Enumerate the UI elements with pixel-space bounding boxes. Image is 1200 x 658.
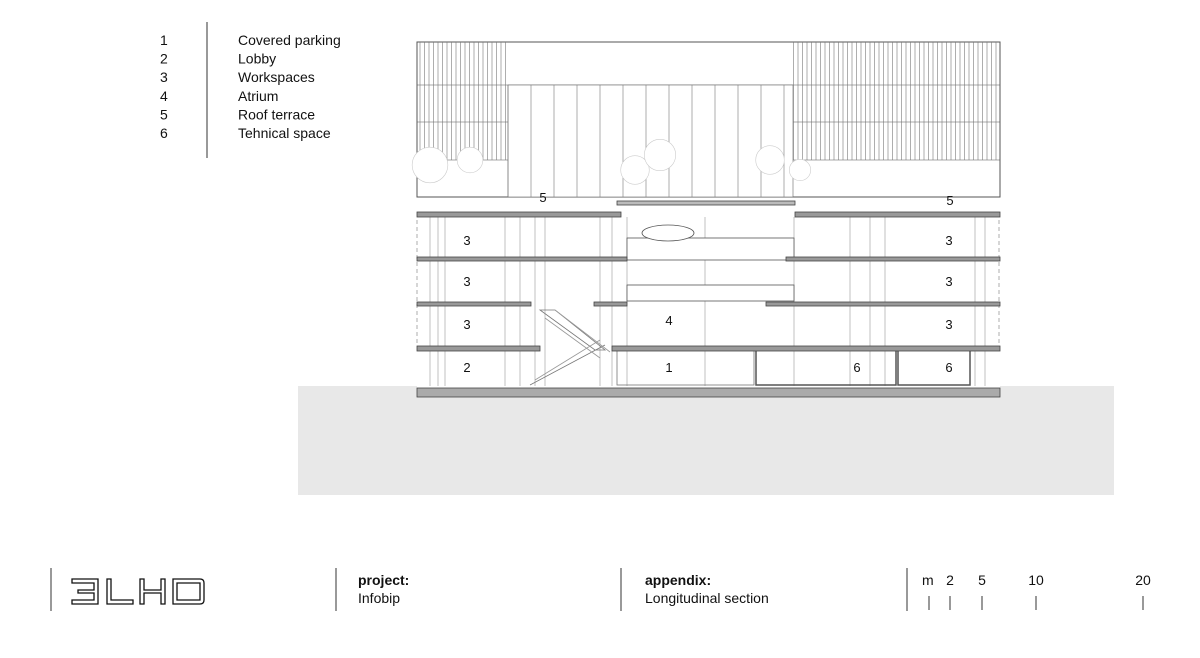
tree-icon xyxy=(620,155,650,185)
legend-label: Lobby xyxy=(238,51,276,67)
tree-icon xyxy=(788,158,812,182)
legend-number: 1 xyxy=(160,32,168,48)
legend-number: 3 xyxy=(160,69,168,85)
room-number: 4 xyxy=(665,313,672,328)
floor-slabs xyxy=(416,200,1001,398)
room-number: 3 xyxy=(945,233,952,248)
room-number: 3 xyxy=(945,274,952,289)
room-number: 5 xyxy=(946,193,953,208)
room-number: 3 xyxy=(463,274,470,289)
logo-3lhd xyxy=(71,578,205,605)
legend-label: Workspaces xyxy=(238,69,315,85)
room-number: 2 xyxy=(463,360,470,375)
room-number: 3 xyxy=(463,233,470,248)
room-labels: 5 5 3 3 3 3 3 3 4 2 1 6 6 xyxy=(463,190,953,375)
room-number: 3 xyxy=(463,317,470,332)
legend-label: Covered parking xyxy=(238,32,341,48)
legend-number: 6 xyxy=(160,125,168,141)
project-label: project: xyxy=(358,572,409,588)
legend-label: Tehnical space xyxy=(238,125,331,141)
scale-mark-label: 5 xyxy=(978,572,986,588)
tree-icon xyxy=(755,145,785,175)
tree-icon xyxy=(411,146,449,184)
room-number: 5 xyxy=(539,190,546,205)
title-block: project: Infobip appendix: Longitudinal … xyxy=(50,568,1151,611)
room-number: 6 xyxy=(853,360,860,375)
legend: 1 Covered parking 2 Lobby 3 Workspaces 4 Atrium… xyxy=(160,22,341,158)
legend-number: 2 xyxy=(160,51,168,67)
room-number: 6 xyxy=(945,360,952,375)
scale-mark-label: 20 xyxy=(1135,572,1151,588)
scale-unit: m xyxy=(922,572,934,588)
legend-number: 5 xyxy=(160,106,168,122)
upper-facade xyxy=(411,41,1001,198)
building-section xyxy=(416,213,1000,388)
legend-label: Roof terrace xyxy=(238,106,315,122)
appendix-value: Longitudinal section xyxy=(645,590,769,606)
legend-number: 4 xyxy=(160,88,168,104)
project-value: Infobip xyxy=(358,590,400,606)
ground xyxy=(298,386,1114,495)
room-number: 3 xyxy=(945,317,952,332)
appendix-label: appendix: xyxy=(645,572,711,588)
room-number: 1 xyxy=(665,360,672,375)
scale-mark-label: 2 xyxy=(946,572,954,588)
scale-mark-label: 10 xyxy=(1028,572,1044,588)
scale-bar: m 2 5 10 20 xyxy=(922,572,1151,610)
tree-icon xyxy=(456,146,484,174)
tree-icon xyxy=(643,138,677,172)
legend-label: Atrium xyxy=(238,88,278,104)
